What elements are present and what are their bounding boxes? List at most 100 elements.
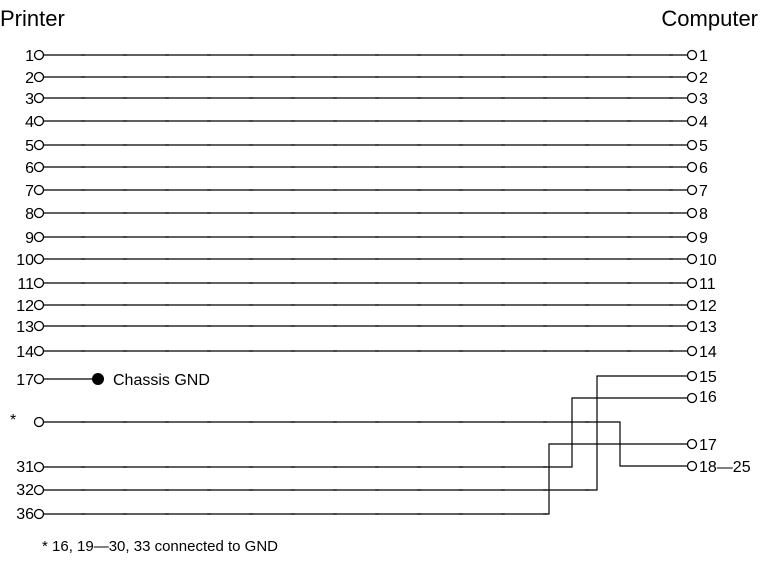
right-terminal-icon: [686, 253, 698, 265]
left-terminal-icon: [33, 373, 45, 385]
computer-title: Computer: [661, 6, 758, 31]
left-pin-label: 14: [16, 344, 34, 361]
crossover-wire: 32 15: [16, 369, 717, 499]
left-pin-label: 9: [25, 230, 34, 247]
right-terminal-icon: [686, 320, 698, 332]
right-terminal-icon: [686, 277, 698, 289]
right-pin-label: 10: [699, 252, 717, 269]
left-terminal-icon: [33, 139, 45, 151]
straight-wire: 13 13: [16, 319, 717, 336]
chassis-gnd-wire: 17 Chassis GND: [16, 372, 210, 389]
left-terminal-icon: [33, 184, 45, 196]
left-pin-label: 7: [25, 183, 34, 200]
right-pin-label: 18—25: [699, 459, 751, 476]
right-terminal-icon: [686, 438, 698, 450]
crossover-wire: 36 17: [16, 437, 717, 523]
right-pin-label: 17: [699, 437, 717, 454]
right-pin-label: 8: [699, 206, 708, 223]
left-terminal-icon: [33, 277, 45, 289]
left-terminal-icon: [33, 320, 45, 332]
right-pin-label: 13: [699, 319, 717, 336]
left-pin-label: 2: [25, 70, 34, 87]
straight-wire: 10 10: [16, 252, 717, 269]
left-terminal-icon: [33, 484, 45, 496]
right-pin-label: 1: [699, 48, 708, 65]
right-terminal-icon: [686, 370, 698, 382]
right-pin-label: 9: [699, 230, 708, 247]
left-pin-label: 32: [16, 482, 34, 499]
left-terminal-icon: [33, 508, 45, 520]
right-pin-label: 14: [699, 344, 717, 361]
right-terminal-icon: [686, 92, 698, 104]
left-terminal-icon: [33, 231, 45, 243]
right-terminal-icon: [686, 139, 698, 151]
left-terminal-icon: [33, 461, 45, 473]
wire-line: [43, 397, 688, 468]
right-terminal-icon: [686, 71, 698, 83]
left-pin-label: 36: [16, 506, 34, 523]
right-pin-label: 11: [699, 276, 716, 293]
right-terminal-icon: [686, 231, 698, 243]
footnote: * 16, 19—30, 33 connected to GND: [42, 538, 278, 555]
left-terminal-icon: [33, 92, 45, 104]
left-pin-label: 1: [25, 48, 34, 65]
left-pin-label: 17: [16, 372, 34, 389]
right-pin-label: 16: [699, 389, 717, 406]
left-terminal-icon: [33, 253, 45, 265]
left-pin-label: 13: [16, 319, 34, 336]
left-terminal-icon: [33, 161, 45, 173]
left-terminal-icon: [33, 49, 45, 61]
left-pin-label: 12: [16, 298, 34, 315]
straight-wire: 14 14: [16, 344, 717, 361]
left-pin-label: 8: [25, 206, 34, 223]
right-pin-label: 7: [699, 183, 708, 200]
left-pin-label: 11: [17, 276, 34, 293]
left-terminal-icon: [33, 71, 45, 83]
left-terminal-icon: [33, 299, 45, 311]
right-terminal-icon: [686, 115, 698, 127]
wire-line: [43, 375, 688, 491]
crossover-wires: 31 16 32 15 36 17: [16, 369, 717, 523]
right-pin-label: 12: [699, 298, 717, 315]
right-terminal-icon: [686, 161, 698, 173]
left-terminal-icon: [33, 115, 45, 127]
straight-wire: 12 12: [16, 298, 717, 315]
left-terminal-icon: [33, 345, 45, 357]
left-pin-label: 3: [25, 91, 34, 108]
right-terminal-icon: [686, 345, 698, 357]
straight-wire: 11 11: [17, 276, 715, 293]
chassis-gnd-label: Chassis GND: [113, 372, 210, 389]
right-terminal-icon: [686, 460, 698, 472]
left-pin-label: 10: [16, 252, 34, 269]
left-pin-label: 4: [25, 114, 34, 131]
right-pin-label: 2: [699, 70, 708, 87]
right-pin-label: 4: [699, 114, 708, 131]
right-terminal-icon: [686, 207, 698, 219]
printer-title: Printer: [0, 6, 65, 31]
right-pin-label: 5: [699, 138, 708, 155]
right-terminal-icon: [686, 299, 698, 311]
left-terminal-icon: [33, 207, 45, 219]
star-pin-label: *: [10, 412, 16, 429]
right-pin-label: 3: [699, 91, 708, 108]
left-terminal-icon: [33, 416, 45, 428]
left-pin-label: 31: [16, 459, 34, 476]
left-pin-label: 5: [25, 138, 34, 155]
right-pin-label: 6: [699, 160, 708, 177]
chassis-ground-dot-icon: [92, 373, 104, 385]
left-pin-label: 6: [25, 160, 34, 177]
right-terminal-icon: [686, 392, 698, 404]
crossover-wire: 31 16: [16, 389, 717, 476]
right-pin-label: 15: [699, 369, 717, 386]
